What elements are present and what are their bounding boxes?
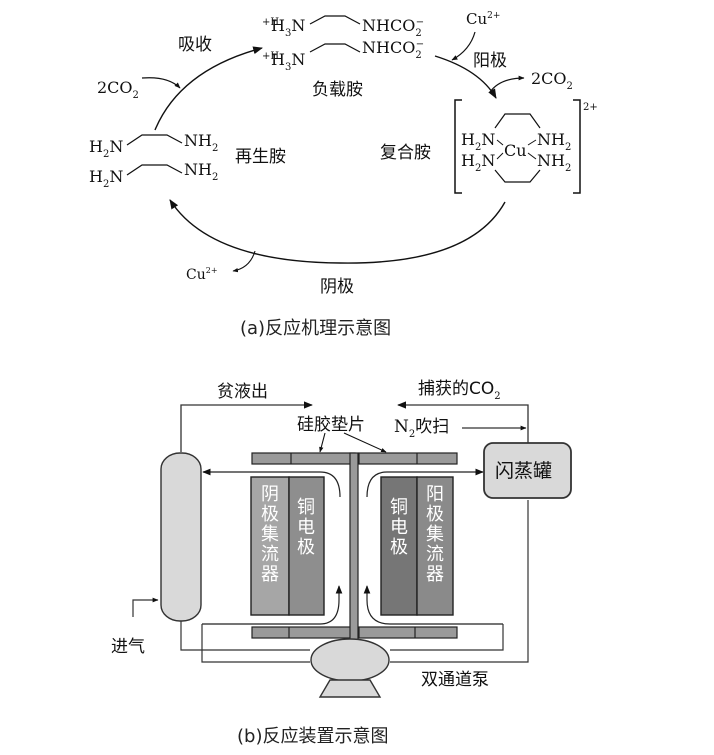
copper-electrode-right-label: 铜 (390, 497, 408, 518)
complex-center-cu: Cu (504, 141, 527, 160)
pump-label: 双通道泵 (421, 670, 489, 690)
loaded-amine-chain-1 (309, 15, 361, 25)
flash-return-line (390, 500, 529, 663)
gas-in-label: 进气 (111, 637, 145, 657)
complex-left-top: H2N (461, 130, 495, 153)
cathode-collector-label: 流 (261, 544, 279, 565)
copper-electrode-left-label: 极 (297, 537, 315, 558)
bond (527, 152, 537, 160)
copper-electrode-right-label: 电 (390, 517, 408, 538)
left-bracket (454, 99, 462, 194)
co2-in-label: 2CO2 (97, 78, 139, 101)
co2-in-arrow (141, 77, 181, 89)
loaded-amine-row2-plus: +H (262, 51, 279, 62)
cathode-collector (250, 476, 290, 616)
loaded-amine-row1-left: +H (262, 17, 279, 28)
anode-collector (416, 476, 454, 616)
absorb-arrow (154, 46, 263, 131)
cathode-collector-label: 器 (261, 564, 279, 585)
regen-row1-left: H2N (89, 137, 123, 160)
copper-electrode-right (380, 476, 418, 616)
gas-inlet-arrow (132, 597, 159, 617)
right-bracket (573, 99, 581, 194)
complex-right-top: NH2 (537, 130, 571, 153)
copper-electrode-left-label: 铜 (297, 497, 315, 518)
loaded-amine: +H H3N NHCO2− +H H3N NHCO2− 负载胺 (262, 15, 424, 100)
caption-a: (a)反应机理示意图 (240, 318, 391, 339)
loaded-amine-row2-right: NHCO2− (362, 38, 424, 61)
captured-co2-pipe (397, 401, 529, 445)
left-pump-line (201, 624, 310, 663)
cathode-label: 阴极 (320, 277, 354, 297)
loaded-amine-chain-2 (309, 43, 361, 53)
gasket-label: 硅胶垫片 (297, 415, 365, 435)
right-top-flow (366, 468, 484, 498)
anode-collector-label: 阳 (426, 484, 444, 505)
regen-row1-right: NH2 (184, 131, 218, 154)
caption-b: (b)反应装置示意图 (237, 726, 388, 747)
regen-amine-label: 再生胺 (235, 147, 286, 167)
cu-in-label: Cu2+ (466, 10, 500, 28)
cu-out-arrow (232, 250, 256, 273)
right-pump-line (390, 624, 504, 651)
anode-arrow (434, 55, 497, 99)
regen-chain-1 (126, 134, 183, 146)
cu-out-label: Cu2+ (186, 266, 218, 283)
cu-in-arrow (451, 31, 476, 61)
pump-base (318, 679, 382, 698)
pump-body (310, 638, 390, 682)
ring-top (494, 113, 541, 129)
regen-row2-right: NH2 (184, 160, 218, 183)
copper-electrode-left (288, 476, 325, 616)
complex-charge: 2+ (583, 102, 598, 113)
bond (496, 152, 504, 160)
complex-right-bottom: NH2 (537, 151, 571, 174)
regen-chain-2 (126, 164, 183, 176)
flash-tank (483, 442, 572, 499)
copper-electrode-left-label: 电 (297, 517, 315, 538)
cathode-collector-label: 极 (261, 504, 279, 525)
membrane (349, 452, 359, 642)
complex-amine-label: 复合胺 (380, 143, 431, 163)
loaded-amine-row1-right: NHCO2− (362, 16, 424, 39)
cathode-arrow (169, 199, 506, 264)
loaded-amine-h3n-2: H3N (271, 50, 305, 73)
loaded-amine-label: 负载胺 (312, 80, 363, 100)
panel-a-mechanism: 吸收 2CO2 +H H3N NHCO2− +H H3N NHCO2− 负载胺 … (89, 10, 598, 339)
lean-out-label: 贫液出 (217, 382, 268, 402)
absorber-out-line (180, 620, 310, 651)
anode-label: 阳极 (473, 51, 507, 71)
left-top-flow (202, 468, 341, 498)
loaded-amine-h3n-1: H3N (271, 16, 305, 39)
copper-electrode-right-label: 极 (390, 537, 408, 558)
lean-out-pipe (180, 401, 313, 452)
anode-collector-label: 器 (426, 564, 444, 585)
cathode-collector-label: 集 (261, 524, 279, 545)
anode-collector-label: 极 (426, 504, 444, 525)
absorb-label: 吸收 (178, 35, 212, 55)
regen-row2-left: H2N (89, 167, 123, 190)
left-bottom-flow (202, 585, 343, 625)
anode-collector-label: 集 (426, 524, 444, 545)
complex-left-bottom: H2N (461, 151, 495, 174)
n2-sweep-label: N2吹扫 (394, 417, 449, 440)
anode-collector-label: 流 (426, 544, 444, 565)
complex-amine: 复合胺 2+ H2N H2N Cu NH2 NH2 (380, 99, 598, 194)
flash-tank-label: 闪蒸罐 (495, 460, 552, 482)
co2-out-arrow (489, 75, 525, 93)
regen-amine: H2N NH2 H2N NH2 再生胺 (89, 131, 286, 190)
captured-co2-label: 捕获的CO2 (418, 379, 501, 402)
gasket-arrow-1 (319, 432, 326, 453)
co2-out-label: 2CO2 (531, 69, 573, 92)
cathode-collector-label: 阴 (261, 484, 279, 505)
ring-bottom (494, 169, 541, 183)
right-bottom-flow (363, 585, 503, 625)
absorber-column (160, 452, 202, 622)
bond (527, 139, 537, 146)
gasket-arrow-2 (343, 432, 387, 453)
bond (496, 139, 504, 146)
